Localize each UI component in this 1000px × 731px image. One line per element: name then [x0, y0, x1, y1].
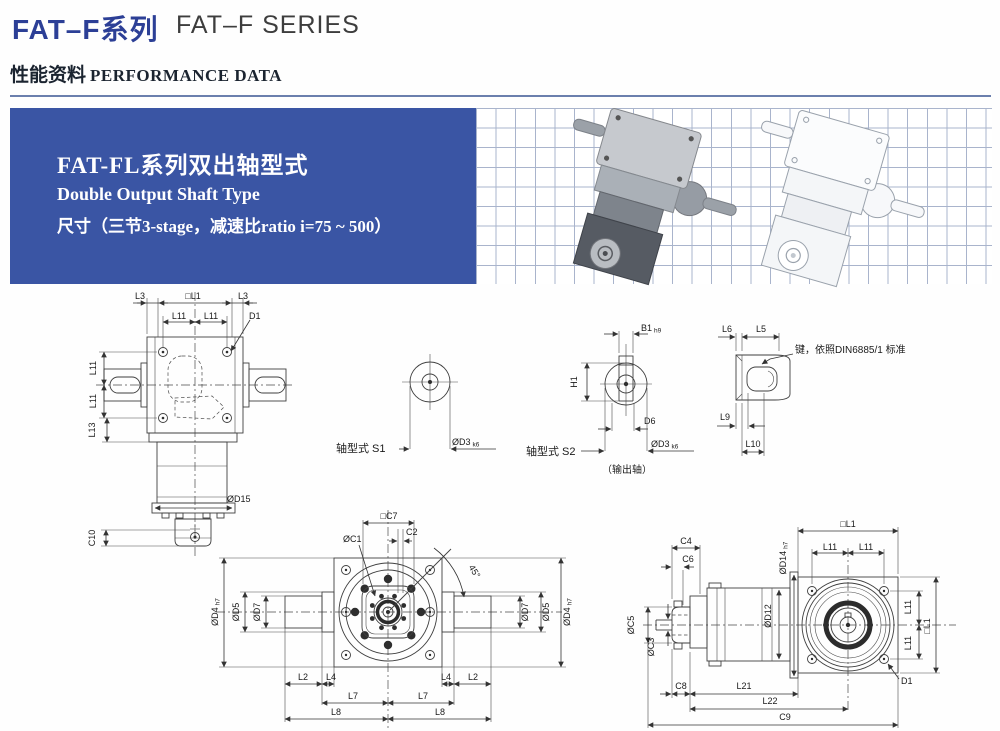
shaft-type-s2-label: 轴型式 S2 — [526, 444, 576, 458]
header-rule — [10, 95, 991, 97]
product-sketch-gearbox — [760, 110, 925, 288]
dim-c9: C9 — [779, 712, 791, 722]
dim-l6: L6 — [722, 324, 732, 334]
dim-l10: L10 — [745, 439, 760, 449]
dim-l11-left1: L11 — [88, 361, 98, 375]
dim-c3: ØC3 — [646, 638, 656, 657]
dim-d6: D6 — [644, 416, 656, 426]
dim-c6: C6 — [682, 554, 694, 564]
dim-l8-left: L8 — [331, 707, 341, 717]
dim-l4-left: L4 — [326, 672, 336, 682]
subtitle-en: PERFORMANCE DATA — [90, 66, 283, 85]
product-photo-gearbox — [572, 108, 737, 286]
intro-banner: FAT-FL系列双出轴型式 Double Output Shaft Type 尺… — [10, 108, 992, 288]
dim-l11-right1: L11 — [903, 600, 913, 614]
dim-l1-top-f: □L1 — [840, 519, 855, 529]
dimensions-a: L3 □L1 L3 L11 L11 D1 L11 L11 L13 ØD15 C1… — [87, 291, 261, 547]
shaft-type-s1-label: 轴型式 S1 — [336, 441, 386, 455]
center-flange-bolts — [369, 593, 407, 631]
dim-d1-f: D1 — [901, 676, 913, 686]
dim-l5: L5 — [756, 324, 766, 334]
dim-l7-left: L7 — [348, 691, 358, 701]
dim-l2-left: L2 — [298, 672, 308, 682]
dim-l2-right: L2 — [468, 672, 478, 682]
dim-l11-top2: L11 — [204, 311, 218, 321]
front-view-geometry — [216, 510, 562, 728]
dim-c7: □C7 — [381, 511, 398, 521]
dim-d5-left: ØD5 — [231, 603, 241, 622]
dim-d7-right: ØD7 — [520, 603, 530, 622]
banner-blue-panel: FAT-FL系列双出轴型式 Double Output Shaft Type 尺… — [10, 108, 476, 284]
dim-l11-f1: L11 — [823, 542, 837, 552]
dim-d4-right: ØD4h7 — [562, 598, 574, 626]
banner-line2: Double Output Shaft Type — [57, 184, 260, 204]
drawing-side-view: C4 C6 □L1 L11 L11 ØD14h7 ØD12 ØC5 ØC3 — [626, 519, 956, 728]
dim-c4: C4 — [680, 536, 692, 546]
dim-d5-right: ØD5 — [541, 603, 551, 622]
dim-l4-right: L4 — [441, 672, 451, 682]
dim-l21: L21 — [736, 681, 751, 691]
dim-l13: L13 — [87, 422, 97, 437]
banner-grid-panel — [476, 108, 992, 288]
drawing-flange-front-view: □C7 ØC1 C2 45° ØD4h7 ØD5 ØD7 ØD7 ØD5 — [210, 510, 574, 728]
dim-l7-right: L7 — [418, 691, 428, 701]
key-note: 键，依照DIN6885/1 标准 — [795, 343, 906, 356]
dim-h1: H1 — [569, 376, 579, 388]
output-shaft-label: （输出轴） — [602, 463, 652, 476]
dim-l22: L22 — [762, 696, 777, 706]
banner-line3: 尺寸（三节3-stage，减速比ratio i=75 ~ 500） — [57, 217, 392, 236]
dim-l9: L9 — [720, 412, 730, 422]
dim-d4-left: ØD4h7 — [210, 598, 222, 626]
dim-l11-right2: L11 — [903, 636, 913, 650]
dim-c1: ØC1 — [343, 534, 362, 544]
dimensions-f: C4 C6 □L1 L11 L11 ØD14h7 ØD12 ØC5 ØC3 — [626, 519, 940, 728]
dim-d1: D1 — [249, 311, 261, 321]
subtitle-zh: 性能资料 — [10, 65, 87, 86]
dimensions-e: □C7 ØC1 C2 45° ØD4h7 ØD5 ØD7 ØD7 ØD5 — [210, 511, 574, 722]
dim-d14: ØD14h7 — [778, 541, 790, 574]
dim-l11-left2: L11 — [88, 394, 98, 408]
drawing-key-detail: L6 L5 键，依照DIN6885/1 标准 L9 L10 — [717, 324, 906, 456]
dim-l3-right: L3 — [238, 291, 248, 301]
dim-c2: C2 — [406, 527, 418, 537]
dim-d15: ØD15 — [227, 494, 251, 504]
page-title-en: FAT–F SERIES — [176, 11, 360, 39]
corner-screws — [341, 565, 435, 660]
page-title-zh: FAT–F系列 — [12, 14, 159, 45]
side-view-geometry — [643, 548, 956, 712]
dim-l1-top: □L1 — [185, 291, 200, 301]
dim-d12: ØD12 — [763, 604, 773, 628]
dim-d7-left: ØD7 — [252, 603, 262, 622]
dim-c8: C8 — [675, 681, 687, 691]
section-subtitle: 性能资料 PERFORMANCE DATA — [10, 60, 282, 87]
dim-l11-top1: L11 — [172, 311, 186, 321]
dim-l3-left: L3 — [135, 291, 145, 301]
drawing-main-double-shaft-view: L3 □L1 L3 L11 L11 D1 L11 L11 L13 ØD15 C1… — [87, 291, 294, 558]
dim-l11-f2: L11 — [859, 542, 873, 552]
dim-c5: ØC5 — [626, 616, 636, 635]
dim-angle45: 45° — [467, 563, 483, 580]
banner-line1: FAT-FL系列双出轴型式 — [57, 153, 309, 178]
dim-l8-right: L8 — [435, 707, 445, 717]
dim-l1-right: □L1 — [922, 618, 932, 633]
dim-c10: C10 — [87, 530, 97, 547]
